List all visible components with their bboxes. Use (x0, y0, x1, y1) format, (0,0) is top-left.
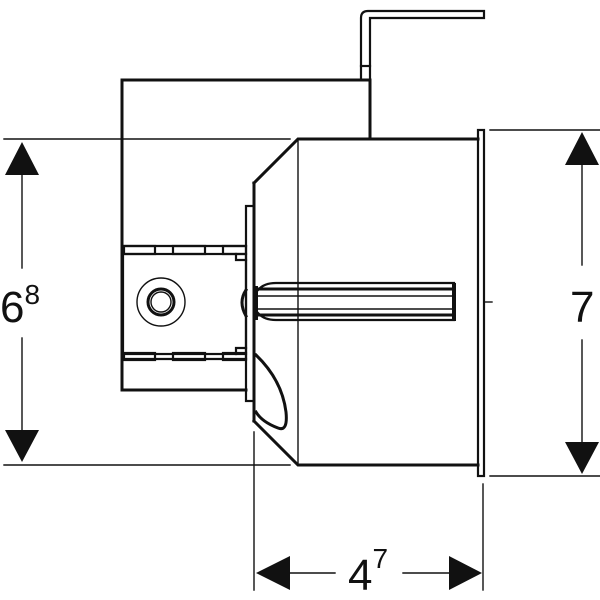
arrow-down-icon (565, 442, 599, 474)
dimension-right-label: 7 (570, 283, 594, 332)
screw-head (146, 287, 176, 317)
dimension-bottom: 47 (256, 543, 482, 600)
dimension-left: 68 (0, 142, 40, 462)
extension-lines (3, 129, 600, 591)
arrow-up-icon (565, 132, 599, 165)
rear-housing-outline (120, 78, 372, 392)
box-top-edge (251, 137, 480, 186)
bracket-hook (359, 9, 486, 82)
terminal-tabs-top (122, 244, 248, 256)
screw-washer (136, 277, 186, 327)
terminal-clip-top (234, 252, 248, 262)
box-bottom-edge (251, 418, 480, 467)
dimension-left-label: 68 (0, 279, 40, 332)
rear-housing (120, 78, 372, 392)
dimension-right: 7 (565, 132, 599, 474)
dimension-bottom-label: 47 (348, 543, 388, 600)
arrow-left-icon (256, 556, 290, 590)
cable-entry (253, 352, 288, 431)
box-rim (476, 128, 486, 478)
mounting-bracket (359, 9, 486, 82)
terminal-block (121, 244, 248, 362)
arrow-up-icon (5, 142, 39, 175)
arrow-down-icon (5, 430, 39, 462)
arrow-right-icon (449, 556, 482, 590)
terminal-tabs-bottom (122, 351, 248, 362)
terminal-clip-bottom (234, 346, 248, 356)
screw-cap (240, 287, 249, 319)
fixing-screw (240, 281, 456, 322)
box-body (251, 128, 493, 478)
